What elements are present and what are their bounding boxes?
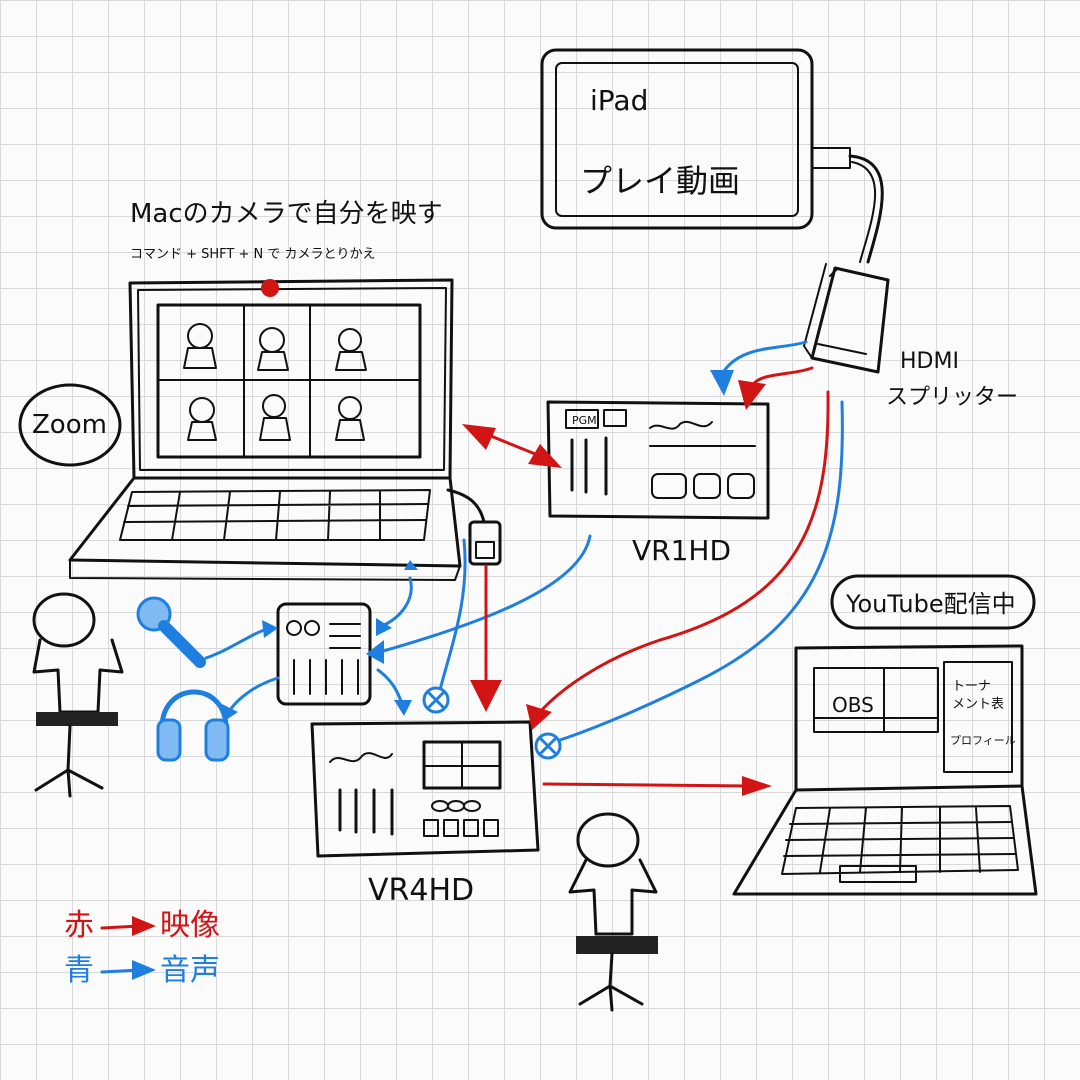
vr4hd-label: VR4HD	[368, 873, 474, 908]
legend-red-label: 赤	[64, 908, 94, 943]
mac-title: Macのカメラで自分を映す	[130, 199, 443, 229]
zoom-label: Zoom	[32, 410, 107, 440]
video-line-vr4hd-stream	[542, 782, 752, 788]
youtube-label: YouTube配信中	[845, 590, 1016, 618]
stream-panel-line3: プロフィール	[950, 734, 1016, 747]
zoom-laptop	[68, 278, 462, 581]
hdmi-splitter-label-line2: スプリッター	[886, 385, 1018, 410]
youtube-bubble	[830, 574, 1036, 630]
audio-line-splitter-vr1hd	[720, 340, 808, 376]
video-line-splitter-vr4hd	[538, 390, 830, 714]
hdmi-splitter-label-line1: HDMI	[900, 349, 959, 374]
usb-capture-dongle	[446, 488, 502, 566]
audio-mixer	[276, 602, 372, 706]
zoom-bubble	[18, 383, 122, 467]
stream-laptop	[732, 644, 1038, 896]
zoom-participants	[183, 323, 367, 441]
mac-shortcut-note: コマンド + SHFT + N で カメラとりかえ	[130, 247, 376, 262]
vr1hd-mixer	[546, 400, 770, 520]
headphones-icon	[156, 689, 230, 762]
vr1hd-label: VR1HD	[632, 534, 731, 567]
audio-line-zoom-mixer	[380, 576, 413, 628]
vr1hd-pgm-label: PGM	[572, 414, 597, 427]
hdmi-splitter-device	[803, 263, 890, 374]
ipad-title: iPad	[590, 84, 648, 117]
audio-line-splitter-vr4hd	[558, 400, 844, 742]
person-center	[568, 812, 658, 1012]
webcam-icon	[261, 279, 279, 297]
audio-line-mixer-vr4hd	[376, 668, 404, 706]
legend: 赤 映像 青 音声	[64, 908, 220, 988]
legend-red-meaning: 映像	[160, 908, 220, 943]
audio-line-zoom-vr4hd	[438, 538, 467, 692]
person-left	[32, 592, 124, 798]
stream-panel-line2: メント表	[952, 697, 1004, 712]
ipad-subtitle: プレイ動画	[580, 162, 740, 200]
microphone-icon	[136, 596, 206, 668]
obs-label: OBS	[832, 693, 874, 717]
stream-panel-line1: トーナ	[952, 679, 991, 694]
audio-line-vr1hd-mixer	[378, 534, 592, 654]
ipad-device	[540, 48, 884, 264]
audio-line-mic-mixer	[204, 626, 272, 660]
vr4hd-mixer	[310, 720, 540, 858]
legend-blue-meaning: 音声	[160, 953, 220, 988]
legend-blue-label: 青	[64, 953, 94, 988]
audio-line-mixer-headphones	[228, 676, 280, 712]
